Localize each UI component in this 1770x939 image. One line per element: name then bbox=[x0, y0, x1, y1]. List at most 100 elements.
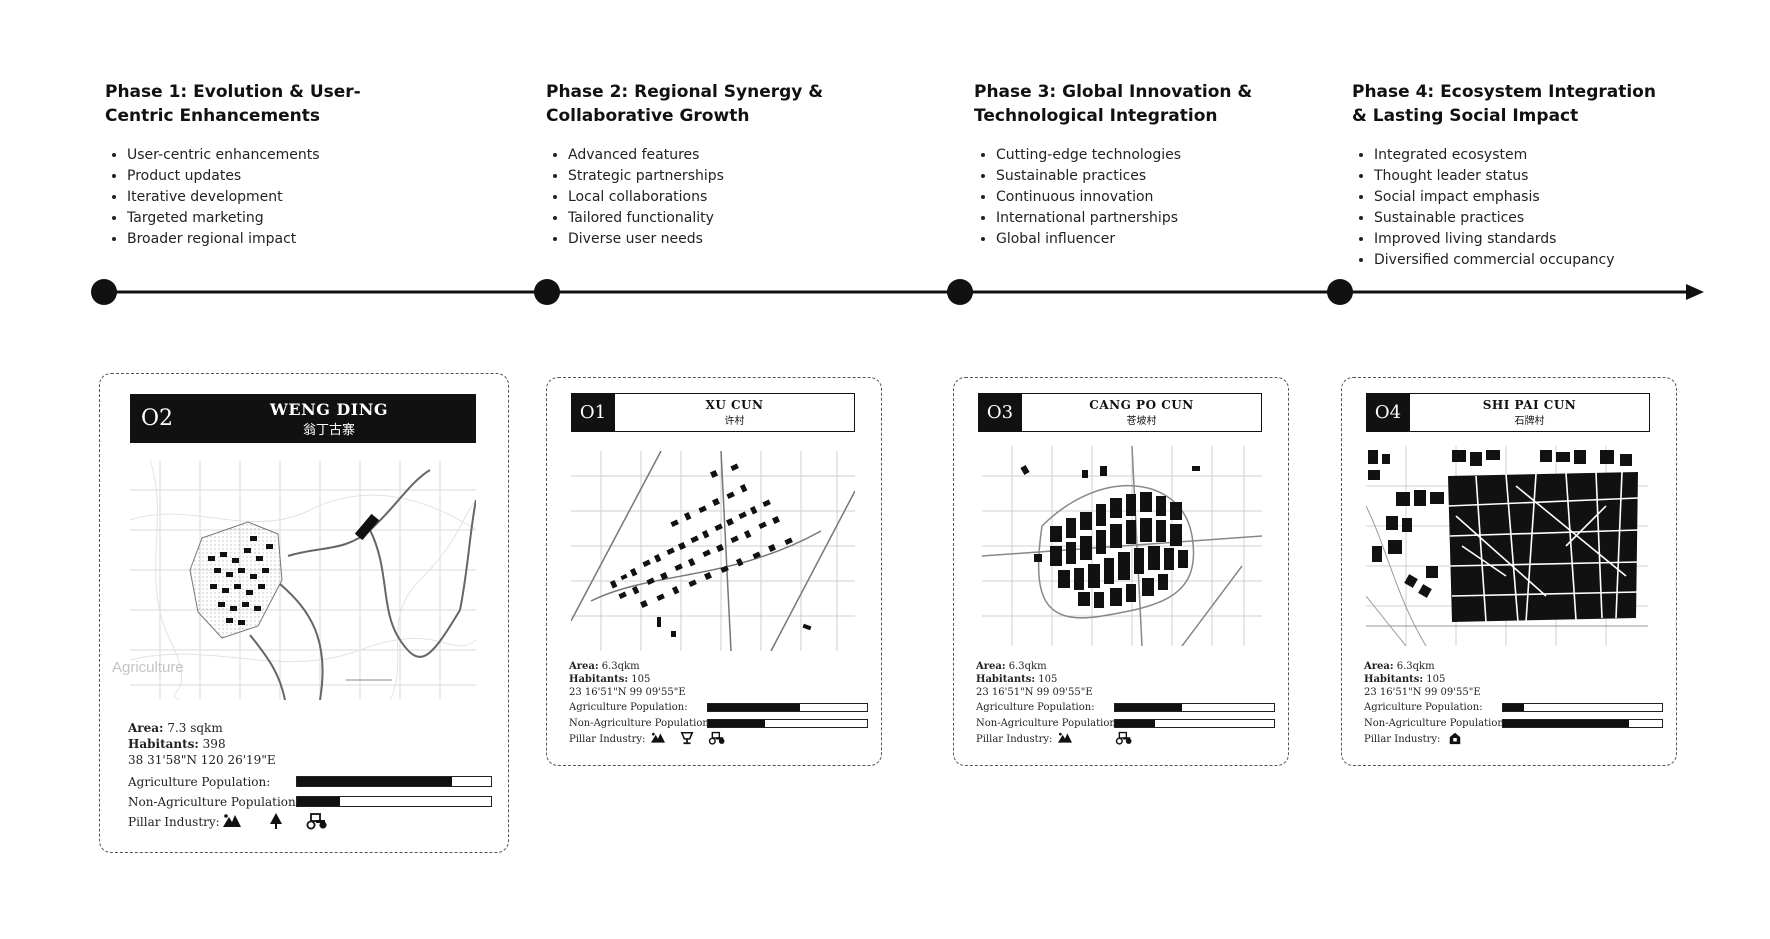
village-stats: Area: 6.3qkm Habitants: 105 23 16'51"N 9… bbox=[569, 660, 686, 699]
agri-population-bar bbox=[1114, 703, 1275, 712]
village-stats: Area: 6.3qkm Habitants: 105 23 16'51"N 9… bbox=[1364, 660, 1481, 699]
list-item: Social impact emphasis bbox=[1374, 187, 1656, 208]
area-label: Area: bbox=[1364, 661, 1394, 672]
nonagri-population-bar bbox=[707, 719, 868, 728]
list-item: Sustainable practices bbox=[996, 166, 1252, 187]
list-item: Strategic partnerships bbox=[568, 166, 823, 187]
area-value: 6.3qkm bbox=[1008, 661, 1047, 672]
coordinates: 23 16'51"N 99 09'55"E bbox=[569, 687, 686, 698]
list-item: Thought leader status bbox=[1374, 166, 1656, 187]
nonagri-population-label: Non-Agriculture Population: bbox=[128, 795, 300, 809]
area-line: Area: 7.3 sqkm bbox=[128, 720, 276, 736]
list-item: User-centric enhancements bbox=[127, 145, 361, 166]
tractor-icon bbox=[708, 731, 725, 745]
area-value: 6.3qkm bbox=[601, 661, 640, 672]
list-item: Improved living standards bbox=[1374, 229, 1656, 250]
habitants-value: 105 bbox=[1426, 674, 1446, 685]
village-card-weng-ding: O2 WENG DING 翁丁古寨 bbox=[99, 373, 509, 853]
card-header: O4 SHI PAI CUN 石牌村 bbox=[1366, 393, 1650, 432]
village-name-en: XU CUN bbox=[705, 398, 764, 412]
village-card-shi-pai-cun: O4 SHI PAI CUN 石牌村 bbox=[1341, 377, 1677, 766]
list-item: Iterative development bbox=[127, 187, 361, 208]
agri-population-bar bbox=[1502, 703, 1663, 712]
phase-title: Phase 1: Evolution & User- Centric Enhan… bbox=[105, 82, 361, 126]
phase-2: Phase 2: Regional Synergy & Collaborativ… bbox=[546, 80, 823, 250]
agri-population-label: Agriculture Population: bbox=[1364, 702, 1483, 713]
phase-1: Phase 1: Evolution & User- Centric Enhan… bbox=[105, 80, 361, 250]
agri-population-label: Agriculture Population: bbox=[569, 702, 688, 713]
agri-population-label: Agriculture Population: bbox=[128, 775, 271, 789]
card-name: SHI PAI CUN 石牌村 bbox=[1410, 394, 1649, 431]
area-label: Area: bbox=[569, 661, 599, 672]
agri-population-label: Agriculture Population: bbox=[976, 702, 1095, 713]
list-item: Cutting-edge technologies bbox=[996, 145, 1252, 166]
card-number: O2 bbox=[131, 395, 183, 442]
card-number: O4 bbox=[1367, 394, 1410, 431]
coordinates: 38 31'58"N 120 26'19"E bbox=[128, 753, 276, 767]
village-card-xu-cun: O1 XU CUN 许村 bbox=[546, 377, 882, 766]
pillar-industry-label: Pillar Industry: bbox=[1364, 734, 1441, 745]
bar-fill bbox=[708, 704, 801, 711]
timeline-node-3 bbox=[947, 279, 973, 305]
nonagri-population-bar bbox=[1502, 719, 1663, 728]
village-name-cn: 石牌村 bbox=[1514, 416, 1545, 427]
pillar-industry-icons bbox=[222, 812, 328, 830]
habitants-value: 398 bbox=[202, 737, 226, 751]
nonagri-population-label: Non-Agriculture Population: bbox=[976, 718, 1120, 729]
habitants-label: Habitants: bbox=[1364, 674, 1424, 685]
timeline-arrowhead bbox=[1686, 284, 1704, 300]
habitants-line: Habitants: 398 bbox=[128, 736, 276, 752]
habitants-label: Habitants: bbox=[976, 674, 1036, 685]
phase-title: Phase 4: Ecosystem Integration & Lasting… bbox=[1352, 82, 1656, 126]
habitants-value: 105 bbox=[1038, 674, 1058, 685]
card-number: O1 bbox=[572, 394, 615, 431]
village-stats: Area: 7.3 sqkm Habitants: 398 38 31'58"N… bbox=[128, 720, 276, 768]
habitants-value: 105 bbox=[631, 674, 651, 685]
card-header: O3 CANG PO CUN 苍坡村 bbox=[978, 393, 1262, 432]
mountain-icon bbox=[1058, 732, 1072, 743]
coordinates: 23 16'51"N 99 09'55"E bbox=[976, 687, 1093, 698]
village-stats: Area: 6.3qkm Habitants: 105 23 16'51"N 9… bbox=[976, 660, 1093, 699]
list-item: Global influencer bbox=[996, 229, 1252, 250]
pillar-industry-icons bbox=[1057, 731, 1133, 745]
village-map bbox=[1366, 446, 1648, 646]
habitants-line: Habitants: 105 bbox=[976, 673, 1093, 686]
area-line: Area: 6.3qkm bbox=[976, 660, 1093, 673]
phase-bullet-list: Cutting-edge technologies Sustainable pr… bbox=[974, 145, 1252, 250]
village-name-cn: 苍坡村 bbox=[1126, 416, 1157, 427]
village-name-en: WENG DING bbox=[269, 399, 389, 419]
agri-population-bar bbox=[296, 776, 492, 787]
village-name-cn: 许村 bbox=[724, 416, 745, 427]
card-name: CANG PO CUN 苍坡村 bbox=[1022, 394, 1261, 431]
area-label: Area: bbox=[976, 661, 1006, 672]
phase-4: Phase 4: Ecosystem Integration & Lasting… bbox=[1352, 80, 1656, 271]
phase-bullet-list: User-centric enhancements Product update… bbox=[105, 145, 361, 250]
card-header: O1 XU CUN 许村 bbox=[571, 393, 855, 432]
bar-fill bbox=[1115, 720, 1155, 727]
list-item: Tailored functionality bbox=[568, 208, 823, 229]
list-item: Advanced features bbox=[568, 145, 823, 166]
mountain-icon bbox=[223, 814, 241, 827]
pillar-industry-icons bbox=[650, 731, 726, 745]
area-value: 6.3qkm bbox=[1396, 661, 1435, 672]
list-item: Diversified commercial occupancy bbox=[1374, 250, 1656, 271]
nonagri-population-label: Non-Agriculture Population: bbox=[569, 718, 713, 729]
bar-fill bbox=[297, 777, 453, 786]
list-item: Targeted marketing bbox=[127, 208, 361, 229]
tractor-icon bbox=[1115, 731, 1132, 745]
list-item: Integrated ecosystem bbox=[1374, 145, 1656, 166]
agri-population-bar bbox=[707, 703, 868, 712]
house-icon bbox=[1449, 732, 1461, 745]
bar-fill bbox=[297, 797, 340, 806]
card-header: O2 WENG DING 翁丁古寨 bbox=[130, 394, 476, 443]
list-item: Product updates bbox=[127, 166, 361, 187]
tractor-icon bbox=[306, 813, 327, 830]
bar-fill bbox=[1503, 704, 1524, 711]
card-name: XU CUN 许村 bbox=[615, 394, 854, 431]
nonagri-population-label: Non-Agriculture Population: bbox=[1364, 718, 1508, 729]
bar-fill bbox=[1115, 704, 1182, 711]
list-item: Broader regional impact bbox=[127, 229, 361, 250]
card-name: WENG DING 翁丁古寨 bbox=[183, 395, 475, 442]
pillar-industry-label: Pillar Industry: bbox=[569, 734, 646, 745]
village-map bbox=[571, 451, 855, 651]
